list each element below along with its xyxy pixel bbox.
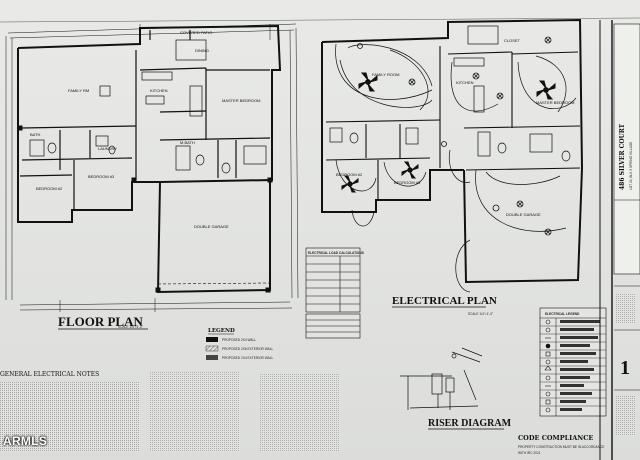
- room-porch: COVERED PATIO: [180, 30, 212, 35]
- riser-diagram: [400, 347, 483, 410]
- light-fixture-icons: [357, 36, 552, 236]
- electrical-legend: [539, 307, 607, 417]
- elec-room-kitchen: KITCHEN: [456, 80, 474, 85]
- general-notes-title: GENERAL ELECTRICAL NOTES: [0, 371, 99, 378]
- elec-room-closet: CLOSET: [504, 38, 521, 43]
- legend-item-2: PROPOSED 2X6 EXTERIOR WALL: [222, 347, 273, 351]
- room-family: FAMILY RM: [68, 88, 89, 93]
- floor-plan-scale: SCALE 1/4"=1'-0": [118, 325, 143, 329]
- legend-item-3: PROPOSED 2X4 EXTERIOR WALL: [222, 356, 273, 360]
- legend-title: LEGEND: [208, 328, 235, 334]
- room-bed3: BEDROOM #3: [88, 174, 115, 179]
- wall-legend: LEGEND PROPOSED 2X4 WALL PROPOSED 2X6 EX…: [205, 328, 273, 360]
- electrical-interior-walls: [325, 46, 581, 200]
- electrical-exterior-walls: [321, 18, 584, 284]
- title-block-address2: LOT 24, BLK 3 SPRING VILLAGE: [629, 142, 633, 190]
- electrical-legend-title: ELECTRICAL LEGEND: [545, 312, 580, 316]
- elec-room-master: MASTER BEDROOM: [536, 100, 574, 105]
- sheet-number: 1: [620, 357, 630, 379]
- load-calc-title: ELECTRICAL LOAD CALCULATIONS: [308, 251, 364, 255]
- room-bath: BATH: [30, 132, 40, 137]
- electrical-plan: [321, 18, 584, 293]
- elec-room-garage: DOUBLE GARAGE: [506, 212, 541, 217]
- dimension-lines: [5, 23, 299, 312]
- room-dining: DINING: [195, 48, 209, 53]
- code-compliance-line1: PROPERTY CONSTRUCTION MUST BE IN ACCORDA…: [518, 445, 604, 449]
- title-block: [599, 20, 640, 460]
- floor-plan-room-labels: FAMILY RM KITCHEN DINING MASTER BEDROOM …: [30, 30, 260, 229]
- room-garage: DOUBLE GARAGE: [194, 224, 229, 229]
- legend-item-1: PROPOSED 2X4 WALL: [222, 338, 256, 342]
- room-kitchen: KITCHEN: [150, 88, 168, 93]
- electrical-room-labels: FAMILY ROOM KITCHEN MASTER BEDROOM BEDRO…: [336, 38, 574, 217]
- riser-diagram-title: RISER DIAGRAM: [428, 418, 512, 429]
- floor-plan-title: FLOOR PLAN: [58, 314, 143, 329]
- mls-watermark: ARMLS: [3, 434, 48, 448]
- elec-room-family: FAMILY ROOM: [372, 72, 399, 77]
- code-compliance-line2: WITH IRC 2021: [518, 451, 541, 455]
- electrical-plan-title: ELECTRICAL PLAN: [392, 295, 497, 307]
- electrical-fixtures: [329, 25, 571, 162]
- general-notes: GENERAL ELECTRICAL NOTES: [0, 371, 340, 452]
- electrical-plan-scale: SCALE 1/4"=1'-0": [468, 312, 493, 316]
- room-bed2: BEDROOM #2: [36, 186, 63, 191]
- room-laundry: LAUNDRY: [98, 146, 117, 151]
- switch-leg-arcs: [335, 43, 577, 293]
- title-block-address1: 486 SILVER COURT: [619, 123, 626, 190]
- floor-plan: [5, 23, 299, 312]
- ceiling-fan-icons: [341, 72, 556, 193]
- elec-room-bed2: BEDROOM #2: [336, 172, 363, 177]
- load-calculation-table: [305, 247, 361, 339]
- elec-room-bed3: BEDROOM #3: [394, 180, 421, 185]
- room-master: MASTER BEDROOM: [222, 98, 260, 103]
- code-compliance-title: CODE COMPLIANCE: [518, 434, 593, 442]
- room-mbath: M.BATH: [180, 140, 195, 145]
- fixtures: [29, 39, 267, 174]
- interior-walls: [19, 30, 271, 210]
